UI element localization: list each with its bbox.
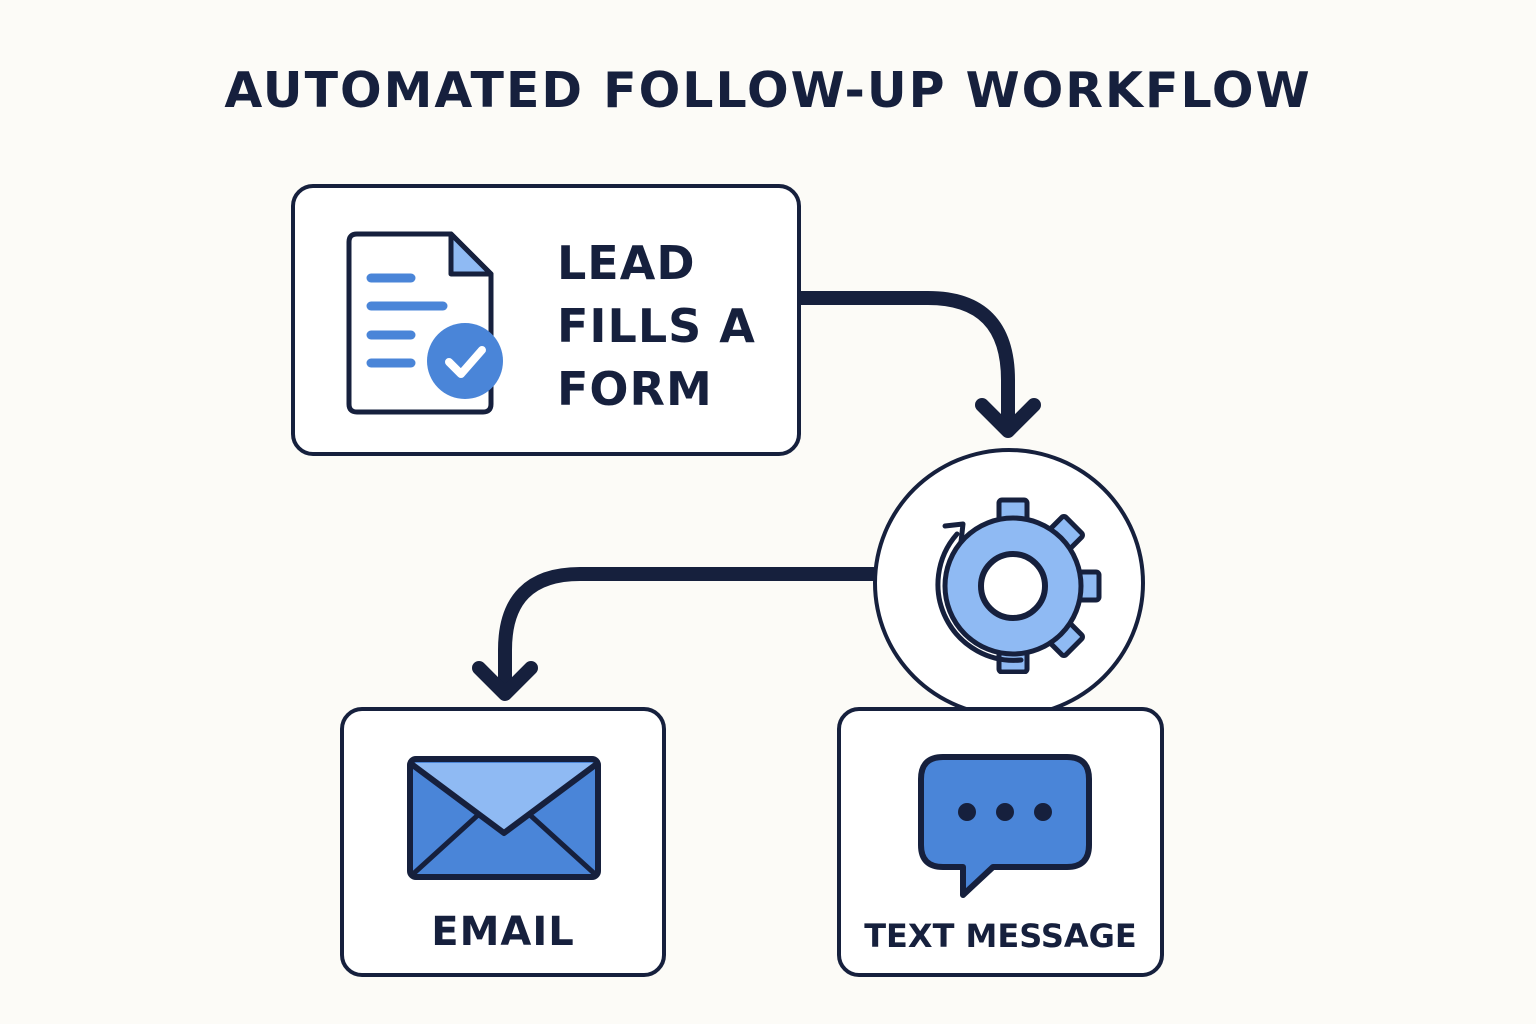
envelope-icon (407, 756, 601, 880)
automation-node (873, 448, 1145, 718)
arrow-lead-to-automation (794, 291, 1015, 425)
email-label: EMAIL (431, 909, 575, 955)
lead-form-node: LEAD FILLS A FORM (291, 184, 801, 456)
gear-sync-icon (935, 497, 1102, 674)
lead-label-line: LEAD (557, 236, 696, 290)
lead-form-label: LEAD FILLS A FORM (557, 232, 797, 421)
diagram-title: AUTOMATED FOLLOW-UP WORKFLOW (224, 62, 1312, 119)
form-check-icon (346, 231, 503, 415)
arrow-automation-to-email (498, 567, 880, 687)
chat-bubble-icon (918, 754, 1092, 898)
email-node: EMAIL (340, 707, 666, 977)
arrowhead-lead-to-automation (975, 398, 1041, 438)
text-message-label: TEXT MESSAGE (864, 917, 1137, 955)
arrowhead-automation-to-email (472, 661, 538, 701)
lead-label-line: FORM (557, 362, 713, 416)
lead-label-line: FILLS A (557, 299, 756, 353)
text-message-node: TEXT MESSAGE (837, 707, 1164, 977)
